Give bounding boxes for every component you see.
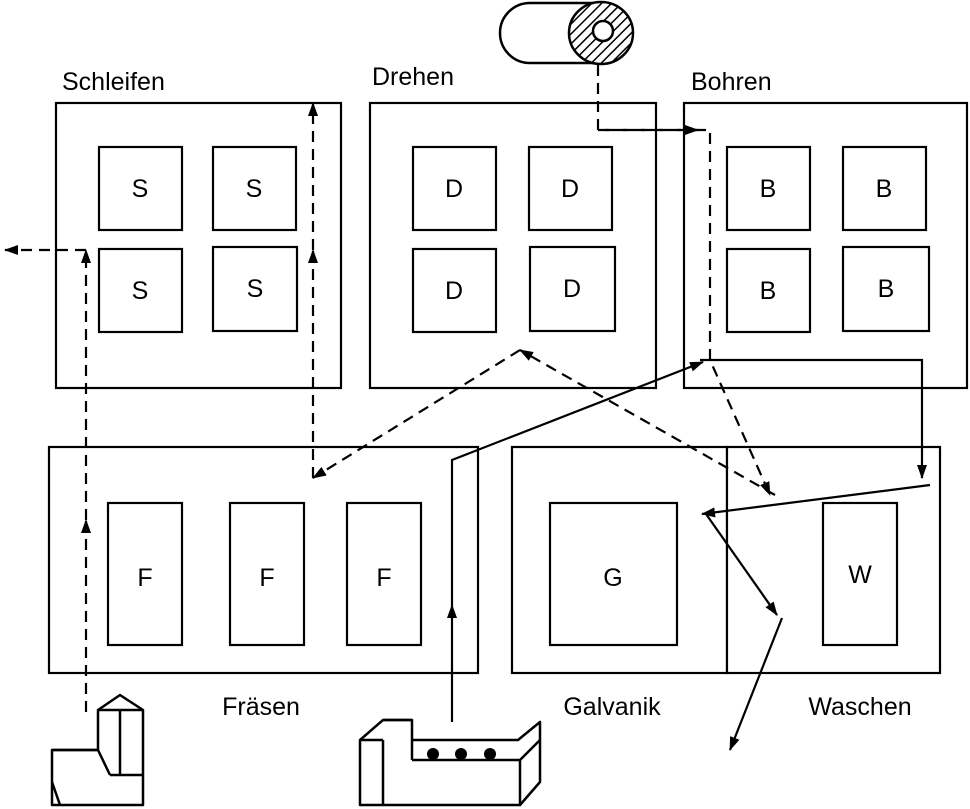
fraesen-machine-label: F: [259, 564, 274, 592]
galvanik-machine: G: [548, 501, 679, 647]
drehen-machine-label: D: [445, 175, 463, 203]
schleifen-machine-label: S: [247, 275, 264, 303]
schleifen-machine: S: [97, 247, 184, 334]
schleifen-machine: S: [97, 145, 184, 232]
drehen-machine-label: D: [563, 275, 581, 303]
fraesen-machine: F: [345, 501, 423, 647]
fraesen-machine-label: F: [137, 564, 152, 592]
galvanik-label: Galvanik: [563, 693, 661, 721]
department-fraesen: Fräsen F F F: [47, 445, 480, 721]
flow-arrow: [700, 358, 927, 479]
bohren-label: Bohren: [691, 68, 772, 96]
flow-arrow: [701, 483, 931, 518]
drehen-machine: D: [527, 145, 614, 232]
drilled-block-workpiece-icon: [358, 718, 542, 807]
fraesen-machine: F: [228, 501, 306, 647]
bohren-machine: B: [841, 145, 928, 232]
schleifen-area: [54, 101, 343, 390]
solid-material-flow: [447, 358, 931, 751]
flow-arrow: [312, 349, 521, 479]
drehen-machine: D: [528, 245, 617, 333]
bohren-machine: B: [841, 245, 931, 333]
schleifen-machine-label: S: [132, 277, 149, 305]
schleifen-machine: S: [211, 245, 299, 333]
fraesen-machine: F: [106, 501, 184, 647]
schleifen-label: Schleifen: [62, 68, 165, 96]
waschen-machine-label: W: [848, 561, 872, 589]
flow-arrow: [596, 65, 772, 496]
department-schleifen: Schleifen S S S S: [54, 68, 343, 390]
bohren-machine-label: B: [878, 275, 895, 303]
schleifen-machine-label: S: [132, 175, 149, 203]
drehen-area: [368, 101, 658, 390]
flow-arrow: [728, 617, 784, 751]
l-block-workpiece-icon: [50, 693, 145, 807]
department-galvanik: Galvanik G: [510, 445, 729, 721]
bohren-machine-label: B: [760, 277, 777, 305]
drehen-machine-label: D: [445, 277, 463, 305]
schleifen-machine-label: S: [246, 175, 263, 203]
drehen-machine: D: [411, 145, 498, 232]
drehen-label: Drehen: [372, 63, 454, 91]
flow-arrow: [705, 513, 778, 616]
flow-arrow: [519, 349, 776, 496]
bohren-machine: B: [725, 247, 812, 334]
drehen-machine: D: [411, 247, 498, 334]
galvanik-machine-label: G: [603, 564, 622, 592]
waschen-machine: W: [821, 501, 899, 647]
bohren-machine-label: B: [760, 175, 777, 203]
department-drehen: Drehen D D D D: [368, 63, 658, 390]
bohren-machine-label: B: [876, 175, 893, 203]
department-bohren: Bohren B B B B: [682, 68, 969, 390]
fraesen-label: Fräsen: [222, 693, 300, 721]
flow-arrow: [450, 360, 704, 605]
bohren-machine: B: [725, 145, 812, 232]
dashed-material-flow: [4, 65, 776, 712]
waschen-label: Waschen: [808, 693, 911, 721]
schleifen-machine: S: [211, 145, 298, 232]
bar-stock-icon: [498, 0, 635, 66]
fraesen-machine-label: F: [376, 564, 391, 592]
drehen-machine-label: D: [561, 175, 579, 203]
bohren-area: [682, 101, 969, 390]
